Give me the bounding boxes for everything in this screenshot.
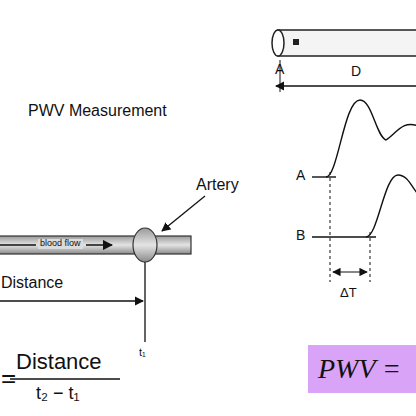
equation-sign: = [1,364,16,393]
dashed-line [330,172,370,282]
numerator: Distance [16,350,102,374]
formula-box: PWV = [308,345,416,393]
point-label: A [275,62,284,77]
dimension-label: Distance [1,274,63,292]
artery-tube [0,228,191,262]
formula-text: PWV = [318,353,401,385]
artery-tube [272,30,416,56]
fraction-bar [10,378,120,380]
figure-heading: PWV Measurement [28,102,167,120]
leader-line [162,196,205,231]
waveform-label: B [296,228,305,243]
delta-arrow [333,271,367,272]
distance-arrow [0,300,143,301]
distance-label: D [351,64,361,79]
time-marker [144,262,145,342]
denominator: t₂ − t₁ [36,384,80,404]
waveform-label: A [296,168,305,183]
flow-label: blood flow [38,239,83,249]
part-label: Artery [196,176,239,194]
distance-arrow [276,85,416,86]
time-label: t₁ [139,346,146,358]
pulse-waveform [312,100,416,237]
delay-label: ΔT [340,286,357,300]
